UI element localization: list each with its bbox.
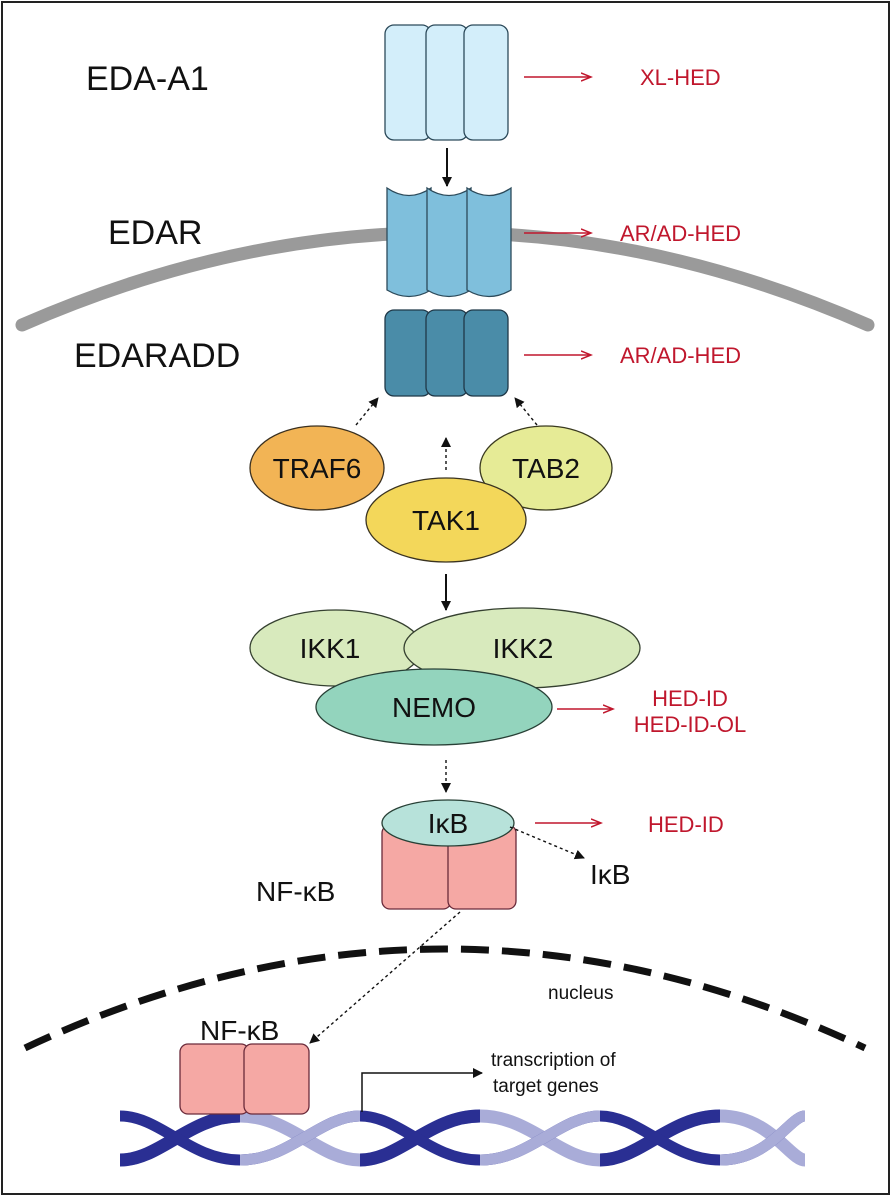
- eda-a1-label: EDA-A1: [86, 60, 209, 98]
- ikb-release-arrow: [509, 826, 585, 860]
- nfkb-nuclear-dimer: [179, 1043, 310, 1115]
- edar-label: EDAR: [108, 214, 202, 252]
- tak1-label: TAK1: [412, 505, 480, 536]
- transcription-label-2: target genes: [493, 1076, 599, 1097]
- tab2-to-edaradd-arrow: [514, 397, 538, 426]
- transcription-arrow: [361, 1068, 483, 1112]
- nemo-phenotype-2: HED-ID-OL: [634, 712, 746, 737]
- tab2-node: TAB2: [479, 425, 613, 511]
- edaradd-trimer: [384, 309, 509, 397]
- dna-helix: [119, 1109, 807, 1167]
- ikb-bound-node: IκB: [381, 799, 515, 847]
- ikb-phenotype: HED-ID: [648, 812, 724, 837]
- traf6-node: TRAF6: [249, 425, 385, 511]
- edaradd-label: EDARADD: [74, 337, 240, 375]
- nfkb-cytoplasmic-label: NF-κB: [256, 876, 335, 907]
- edar-trimer: [386, 186, 512, 298]
- nfkb-nuclear-label: NF-κB: [200, 1015, 279, 1046]
- edaradd-phenotype: AR/AD-HED: [620, 343, 741, 368]
- tab2-label: TAB2: [512, 453, 580, 484]
- tak1-node: TAK1: [365, 477, 527, 563]
- ikk1-label: IKK1: [300, 633, 361, 664]
- nuclear-envelope: [23, 945, 867, 1052]
- ikk2-node: IKK2: [403, 607, 641, 689]
- nemo-label: NEMO: [392, 692, 476, 723]
- ikb-bound-label: IκB: [428, 808, 468, 839]
- nucleus-label: nucleus: [548, 983, 614, 1004]
- nfkb-translocation-arrow: [309, 911, 461, 1044]
- transcription-label-1: transcription of: [491, 1050, 616, 1071]
- edar-phenotype: AR/AD-HED: [620, 221, 741, 246]
- eda-a1-trimer: [384, 24, 509, 141]
- traf6-label: TRAF6: [273, 453, 362, 484]
- nemo-node: NEMO: [315, 668, 553, 746]
- nemo-phenotype-1: HED-ID: [652, 686, 728, 711]
- eda-a1-phenotype: XL-HED: [640, 65, 721, 90]
- traf6-to-edaradd-arrow: [355, 397, 379, 426]
- ikk2-label: IKK2: [493, 633, 554, 664]
- ikb-released-label: IκB: [590, 859, 630, 890]
